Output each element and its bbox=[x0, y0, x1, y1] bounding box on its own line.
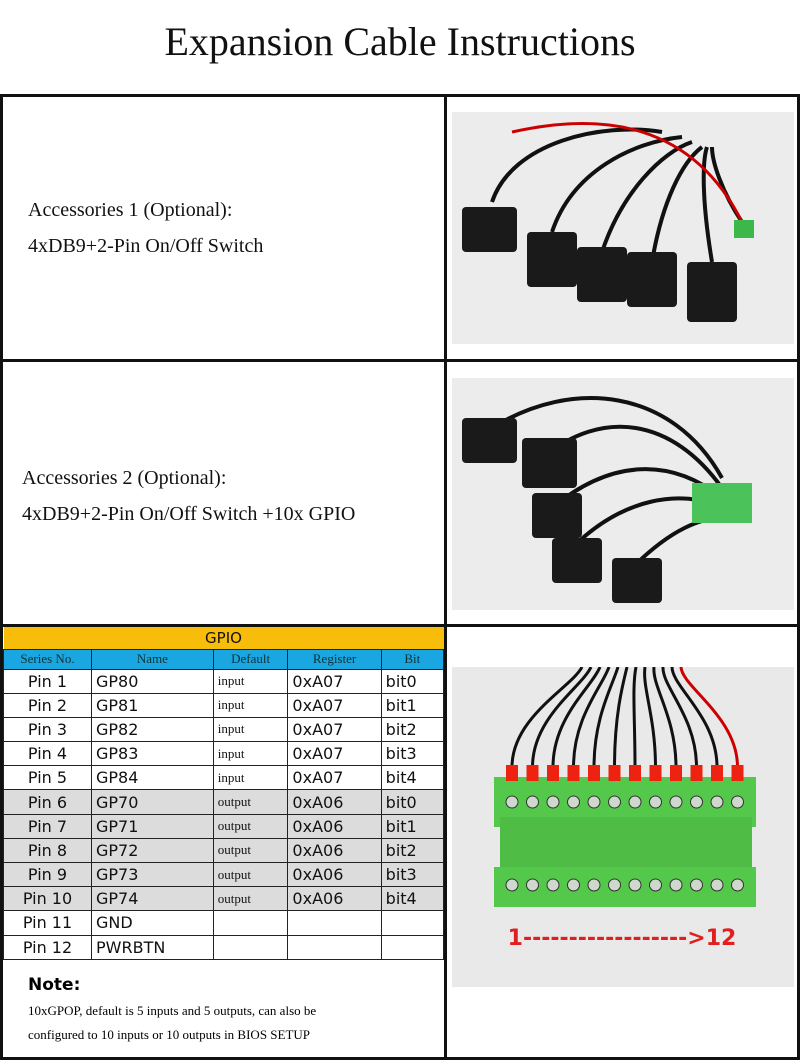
table-cell: output bbox=[212, 886, 289, 912]
table-cell: GP73 bbox=[91, 861, 214, 888]
table-cell: 0xA06 bbox=[287, 837, 382, 864]
table-cell bbox=[212, 934, 289, 960]
table-cell bbox=[380, 910, 445, 936]
table-cell: 0xA07 bbox=[287, 741, 382, 767]
table-cell: GP71 bbox=[91, 813, 214, 839]
table-cell: 0xA06 bbox=[287, 789, 382, 815]
table-cell: bit0 bbox=[380, 789, 445, 815]
divider bbox=[0, 359, 800, 362]
accessory-1-name: Accessories 1 (Optional): bbox=[28, 199, 233, 221]
cable-photo-1 bbox=[452, 112, 794, 344]
table-cell: GP81 bbox=[91, 692, 214, 718]
table-cell: Pin 11 bbox=[3, 910, 92, 936]
table-cell: Pin 8 bbox=[3, 837, 92, 864]
table-cell: GP83 bbox=[91, 741, 214, 767]
table-cell: Pin 12 bbox=[3, 934, 92, 960]
table-cell: 0xA07 bbox=[287, 716, 382, 743]
accessory-2-desc: 4xDB9+2-Pin On/Off Switch +10x GPIO bbox=[22, 503, 356, 525]
table-cell: Pin 2 bbox=[3, 692, 92, 718]
table-cell: bit3 bbox=[380, 861, 445, 888]
accessory-2-name: Accessories 2 (Optional): bbox=[22, 467, 227, 489]
table-cell: output bbox=[212, 861, 289, 888]
table-cell: Pin 3 bbox=[3, 716, 92, 743]
note: Note: 10xGPOP, default is 5 inputs and 5… bbox=[28, 975, 438, 1047]
table-cell: input bbox=[212, 668, 289, 694]
table-cell bbox=[287, 934, 382, 960]
table-cell: GND bbox=[91, 910, 214, 936]
table-cell: bit1 bbox=[380, 692, 445, 718]
divider bbox=[0, 624, 800, 627]
table-cell: input bbox=[212, 741, 289, 767]
note-label: Note: bbox=[28, 975, 81, 995]
table-cell: Pin 1 bbox=[3, 668, 92, 694]
accessory-2: Accessories 2 (Optional): 4xDB9+2-Pin On… bbox=[22, 460, 355, 532]
table-cell: bit2 bbox=[380, 716, 445, 743]
table-cell: bit1 bbox=[380, 813, 445, 839]
table-cell: GP70 bbox=[91, 789, 214, 815]
gpio-table-title: GPIO bbox=[3, 627, 444, 649]
table-cell: 0xA06 bbox=[287, 861, 382, 888]
cable-photo-2 bbox=[452, 378, 794, 610]
terminal-block-photo: 1------------------>12 bbox=[452, 667, 794, 987]
column-header: Series No. bbox=[3, 648, 92, 670]
table-cell: output bbox=[212, 813, 289, 839]
page-title: Expansion Cable Instructions bbox=[164, 19, 636, 64]
table-cell: input bbox=[212, 716, 289, 743]
accessory-1: Accessories 1 (Optional): 4xDB9+2-Pin On… bbox=[28, 192, 263, 264]
table-cell: 0xA07 bbox=[287, 668, 382, 694]
table-cell: input bbox=[212, 765, 289, 791]
column-header: Name bbox=[91, 648, 214, 670]
divider bbox=[444, 94, 447, 1060]
table-cell: PWRBTN bbox=[91, 934, 214, 960]
table-cell bbox=[287, 910, 382, 936]
table-cell: 0xA07 bbox=[287, 765, 382, 791]
table-cell: Pin 6 bbox=[3, 789, 92, 815]
note-line-1: 10xGPOP, default is 5 inputs and 5 outpu… bbox=[28, 1003, 317, 1018]
table-cell: bit3 bbox=[380, 741, 445, 767]
table-cell: GP74 bbox=[91, 886, 214, 912]
table-cell: bit2 bbox=[380, 837, 445, 864]
table-cell bbox=[380, 934, 445, 960]
column-header: Register bbox=[287, 648, 382, 670]
table-cell: output bbox=[212, 837, 289, 864]
table-cell: GP82 bbox=[91, 716, 214, 743]
table-cell: 0xA07 bbox=[287, 692, 382, 718]
terminal-pin-range-label: 1------------------>12 bbox=[508, 926, 737, 951]
content-frame bbox=[0, 94, 800, 1060]
table-cell: Pin 4 bbox=[3, 741, 92, 767]
note-line-2: configured to 10 inputs or 10 outputs in… bbox=[28, 1027, 311, 1042]
table-cell: output bbox=[212, 789, 289, 815]
table-cell: Pin 9 bbox=[3, 861, 92, 888]
table-cell bbox=[212, 910, 289, 936]
accessory-1-desc: 4xDB9+2-Pin On/Off Switch bbox=[28, 235, 264, 257]
table-cell: 0xA06 bbox=[287, 886, 382, 912]
column-header: Bit bbox=[380, 648, 445, 670]
table-cell: bit4 bbox=[380, 765, 445, 791]
table-cell: bit4 bbox=[380, 886, 445, 912]
table-cell: bit0 bbox=[380, 668, 445, 694]
table-cell: Pin 5 bbox=[3, 765, 92, 791]
table-cell: Pin 7 bbox=[3, 813, 92, 839]
table-cell: Pin 10 bbox=[3, 886, 92, 912]
table-cell: input bbox=[212, 692, 289, 718]
table-cell: 0xA06 bbox=[287, 813, 382, 839]
table-cell: GP84 bbox=[91, 765, 214, 791]
table-cell: GP80 bbox=[91, 668, 214, 694]
column-header: Default bbox=[212, 648, 289, 670]
table-cell: GP72 bbox=[91, 837, 214, 864]
